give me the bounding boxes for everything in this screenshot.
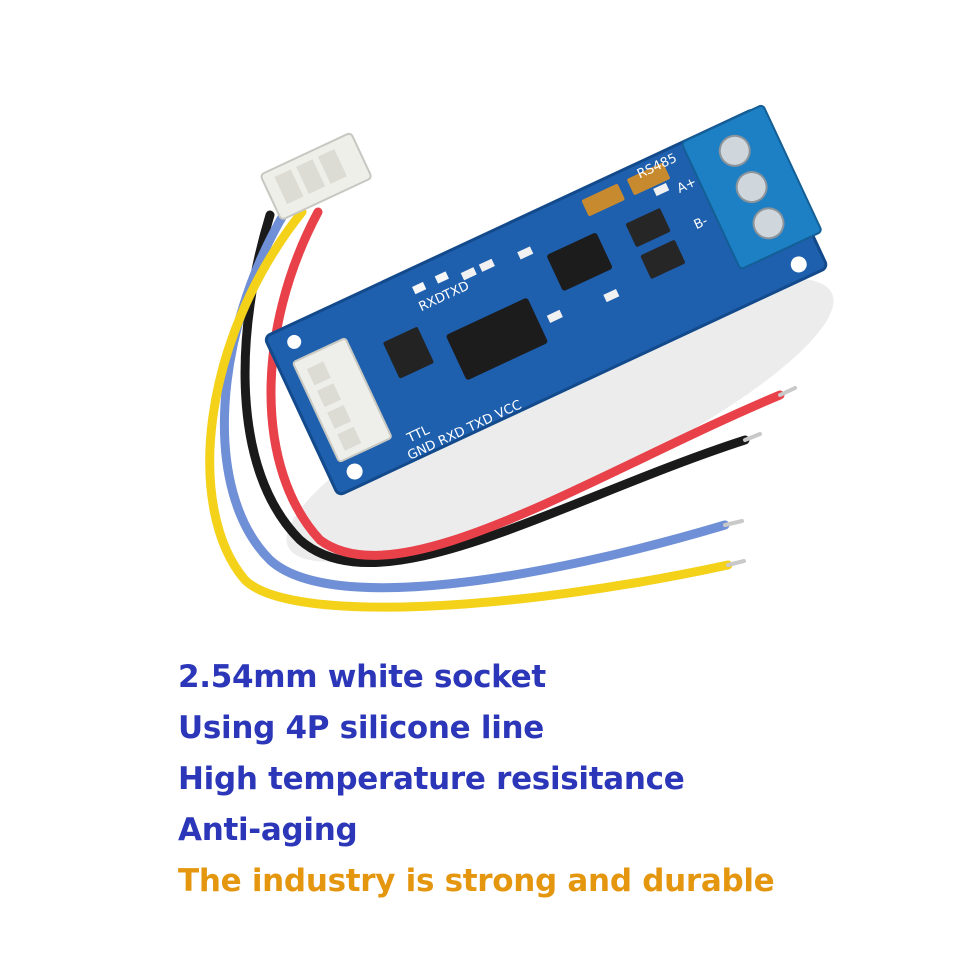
white-socket xyxy=(292,337,392,463)
label-pin-b: B- xyxy=(692,214,711,233)
feature-temperature: High temperature resisitance xyxy=(178,761,685,797)
feature-socket: 2.54mm white socket xyxy=(178,659,546,695)
diode-1 xyxy=(626,208,671,247)
board-shadow xyxy=(286,278,834,562)
feature-durable: The industry is strong and durable xyxy=(178,863,775,899)
wire-yellow xyxy=(205,207,733,612)
regulator xyxy=(383,327,434,379)
wire-plug xyxy=(260,132,372,220)
screw-terminal xyxy=(681,104,822,270)
wire-black xyxy=(240,210,750,567)
chip-main xyxy=(446,298,548,380)
feature-list: 2.54mm white socket Using 4P silicone li… xyxy=(178,652,775,907)
chip-driver xyxy=(547,233,612,291)
diode-2 xyxy=(640,240,685,279)
product-photo: TTL RS485 A+ B- GND RXD TXD VCC RXD TXD xyxy=(205,104,834,612)
feature-silicone-line: Using 4P silicone line xyxy=(178,710,545,746)
feature-anti-aging: Anti-aging xyxy=(178,812,358,848)
